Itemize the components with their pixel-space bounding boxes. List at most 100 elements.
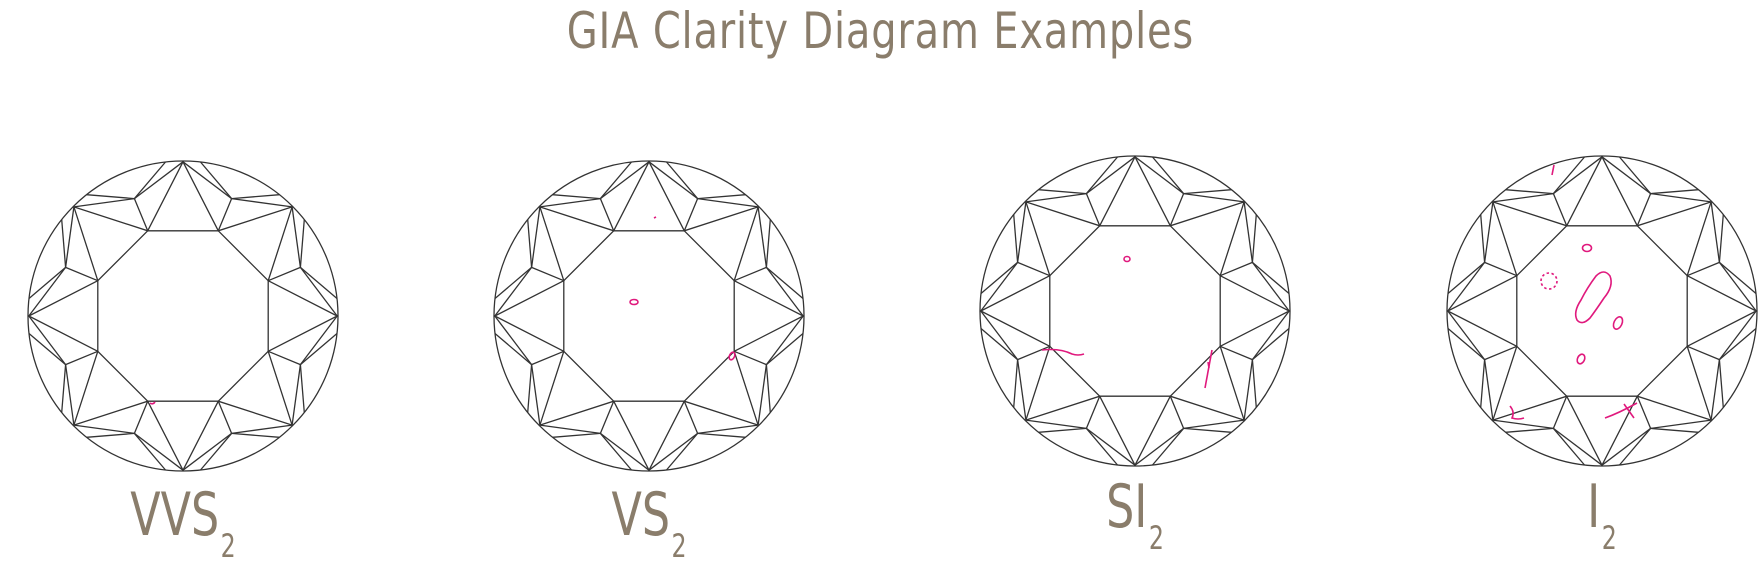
bezel-facet-edge	[299, 315, 338, 365]
grade-label-subscript: 2	[1148, 519, 1164, 557]
bezel-facet-edge	[1183, 192, 1245, 203]
star-facets	[979, 155, 1291, 467]
inclusion-mark	[653, 216, 657, 219]
upper-girdle-facet-edge	[599, 432, 632, 471]
bezel-facet-edge	[133, 400, 149, 434]
bezel-facet-edge	[600, 432, 650, 471]
bezel-facet-edge	[1251, 310, 1290, 360]
inclusion-mark	[1612, 316, 1624, 330]
bezel-facet-edge	[1086, 156, 1136, 195]
bezel-facet-edge	[28, 267, 67, 317]
diamond-diagram-i2	[1446, 155, 1758, 467]
upper-girdle-facet-edge	[1085, 156, 1118, 195]
diamond-diagram-si2	[979, 155, 1291, 467]
bezel-facet-edge	[1686, 345, 1720, 361]
grade-label-vs2: VS2	[538, 475, 760, 565]
inclusion-mark	[1574, 271, 1612, 324]
bezel-facet-edge	[1016, 359, 1027, 421]
bezel-facet-edge	[1601, 427, 1651, 466]
upper-girdle-facet-edge	[133, 161, 166, 200]
table-facet	[563, 230, 735, 402]
bezel-facet-edge	[539, 424, 601, 435]
inclusion-mark	[1207, 361, 1210, 369]
upper-girdle-facet-edge	[552, 194, 601, 200]
upper-girdle-facet-edge	[231, 194, 280, 200]
bezel-facet-edge	[28, 315, 67, 365]
upper-girdle-facet-edge	[980, 261, 1019, 294]
bezel-facet-edge	[1447, 262, 1486, 312]
bezel-facet-edge	[697, 424, 759, 435]
upper-girdle-facet-edge	[552, 432, 601, 438]
upper-girdle-facet-edge	[697, 432, 746, 438]
grade-label-subscript: 2	[1601, 519, 1617, 557]
upper-girdle-facet-edge	[1251, 214, 1257, 263]
bezel-facet-edge	[1017, 261, 1051, 277]
grade-label-main: VS	[611, 480, 671, 550]
bezel-facet-edge	[1251, 262, 1290, 312]
upper-girdle-facet-edge	[1152, 427, 1185, 466]
bezel-facet-edge	[530, 206, 541, 268]
bezel-facet-edge	[1169, 193, 1185, 227]
bezel-facet-edge	[539, 197, 601, 208]
bezel-facet-edge	[1650, 419, 1712, 430]
upper-girdle-facet-edge	[1152, 156, 1185, 195]
bezel-facet-edge	[980, 262, 1019, 312]
upper-girdle-facet-edge	[765, 333, 804, 366]
upper-girdle-facet-edge	[980, 328, 1019, 361]
upper-girdle-facet-edge	[1552, 427, 1585, 466]
bezel-facet-edge	[1025, 419, 1087, 430]
upper-girdle-facet-edge	[666, 161, 699, 200]
bezel-facet-edge	[1636, 395, 1652, 429]
diamond-facet-outline	[1446, 155, 1758, 467]
upper-girdle-facet-edge	[1718, 328, 1757, 361]
bezel-facet-edge	[530, 364, 541, 426]
bezel-facet-edge	[1025, 192, 1087, 203]
upper-girdle-facet-edge	[61, 219, 67, 268]
star-facets	[493, 160, 805, 472]
upper-girdle-facet-edge	[1480, 214, 1486, 263]
upper-girdle-facet-edge	[1650, 189, 1699, 195]
bezel-facet-edge	[217, 400, 233, 434]
upper-girdle-facet-edge	[1251, 261, 1290, 294]
upper-girdle-facet-edge	[1013, 359, 1019, 408]
upper-girdle-facet-edge	[1505, 189, 1554, 195]
bezel-facet-edge	[1017, 345, 1051, 361]
inclusion-markings	[1509, 164, 1638, 420]
upper-girdle-facet-edge	[1619, 427, 1652, 466]
upper-girdle-facet-edge	[1650, 427, 1699, 433]
inclusion-mark	[1540, 272, 1558, 290]
inclusion-mark	[728, 351, 736, 361]
star-facets	[27, 160, 339, 472]
diamond-facet-outline	[979, 155, 1291, 467]
bezel-facet-edge	[73, 424, 135, 435]
inclusion-mark	[1204, 349, 1213, 389]
bezel-facet-edge	[1447, 310, 1486, 360]
upper-girdle-facet-edge	[299, 364, 305, 413]
bezel-facet-edge	[1086, 427, 1136, 466]
upper-girdle-facet-edge	[494, 333, 533, 366]
bezel-facet-edge	[1650, 192, 1712, 203]
bezel-facet-edge	[65, 350, 99, 366]
upper-girdle-facet-edge	[697, 194, 746, 200]
upper-girdle-facet-edge	[1038, 189, 1087, 195]
upper-girdle-facet-edge	[1251, 359, 1257, 408]
bezel-facet-edge	[73, 197, 135, 208]
bezel-facet-edge	[1686, 261, 1720, 277]
inclusion-markings	[629, 216, 736, 361]
bezel-facet-edge	[531, 350, 565, 366]
upper-girdle-facet-edge	[1447, 328, 1486, 361]
bezel-facet-edge	[1484, 345, 1518, 361]
bezel-facet-edge	[64, 206, 75, 268]
grade-label-main: SI	[1106, 472, 1148, 542]
grade-label-subscript: 2	[220, 527, 236, 565]
upper-girdle-facet-edge	[1480, 359, 1486, 408]
upper-girdle-facet-edge	[133, 432, 166, 471]
bezel-facet-edge	[1718, 262, 1757, 312]
upper-girdle-facet-edge	[666, 432, 699, 471]
upper-girdle-facet-edge	[1718, 214, 1724, 263]
upper-girdle-facet-edge	[765, 364, 771, 413]
bezel-facet-edge	[683, 198, 699, 232]
bezel-facet-edge	[1483, 359, 1494, 421]
bezel-facet-edge	[683, 400, 699, 434]
bezel-facet-edge	[231, 197, 293, 208]
